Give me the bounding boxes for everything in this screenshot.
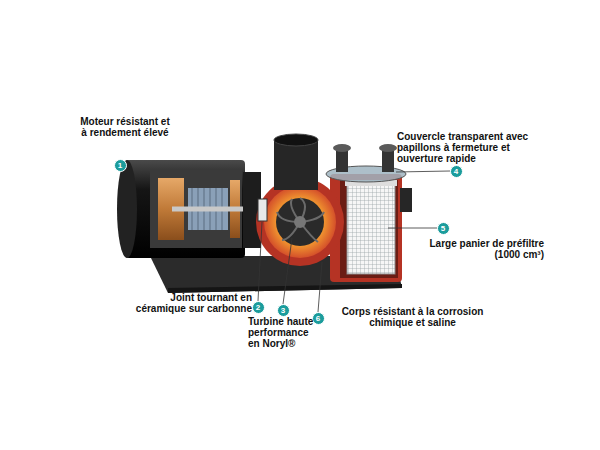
part-label: Moteur résistant et à rendement élevé (77, 116, 173, 138)
outlet-pipe (274, 134, 318, 190)
shaft-seal (258, 199, 267, 221)
knob-top (379, 144, 397, 152)
pipe-opening (274, 134, 318, 146)
volute (256, 178, 344, 266)
callout-number: 5 (437, 222, 450, 235)
motor-end-cap (117, 160, 137, 258)
part-label: Large panier de préfiltre (1000 cm³) (404, 238, 544, 260)
leader-line (388, 228, 437, 229)
impeller-blades (277, 198, 324, 242)
prefilter-basket (347, 184, 395, 274)
impeller-hub (294, 216, 306, 228)
callout-number: 2 (252, 301, 265, 314)
lid-knobs (333, 144, 397, 172)
leader-line (258, 222, 262, 301)
leader-lines (258, 171, 450, 312)
volute-shell (256, 178, 344, 266)
knob-top (333, 144, 351, 152)
pipe-body (274, 140, 318, 190)
part-label: Joint tournant en céramique sur carbonne (122, 292, 252, 314)
impeller (276, 198, 324, 246)
housing-cutaway (340, 180, 398, 278)
leader-line (396, 171, 450, 172)
leader-line (283, 238, 292, 304)
callout-number: 6 (312, 312, 325, 325)
part-label: Turbine haute performance en Noryl® (248, 316, 323, 349)
callout-number: 4 (450, 165, 463, 178)
part-label: Couvercle transparent avec papillons à f… (397, 131, 537, 164)
callout-number: 3 (277, 304, 290, 317)
part-label: Corps résistant à la corrosion chimique … (325, 306, 500, 328)
leader-line (318, 262, 322, 312)
callout-number: 1 (114, 159, 127, 172)
volute-inside (264, 186, 336, 258)
inlet-port (400, 188, 412, 212)
